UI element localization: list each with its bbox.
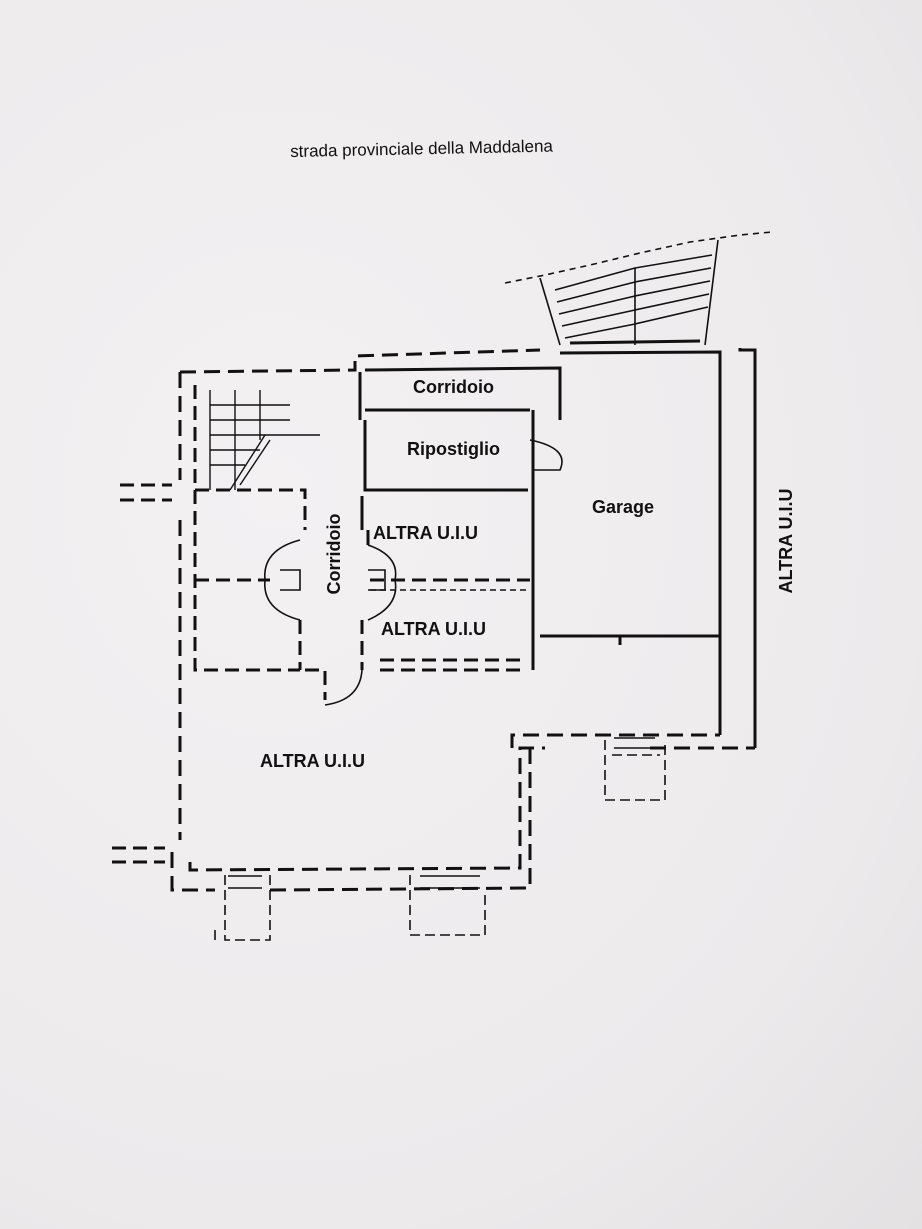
- main-walls: [358, 348, 757, 748]
- room-label-altra-right: ALTRA U.I.U: [776, 488, 796, 594]
- room-label-corridoio-top: Corridoio: [413, 377, 494, 397]
- inner-partitions: [112, 385, 530, 864]
- outer-boundary: [170, 348, 755, 892]
- room-label-corridoio-vertical: Corridoio: [324, 513, 344, 595]
- window-bays: [214, 740, 666, 941]
- room-label-altra-bottom: ALTRA U.I.U: [260, 751, 365, 771]
- entrance-ramp: [504, 231, 773, 346]
- room-label-ripostiglio: Ripostiglio: [407, 439, 500, 459]
- room-label-altra-mid-upper: ALTRA U.I.U: [373, 523, 478, 543]
- doors: [264, 439, 622, 706]
- internal-stair: [209, 390, 320, 491]
- room-label-altra-mid-lower: ALTRA U.I.U: [381, 619, 486, 639]
- room-label-garage: Garage: [592, 497, 655, 517]
